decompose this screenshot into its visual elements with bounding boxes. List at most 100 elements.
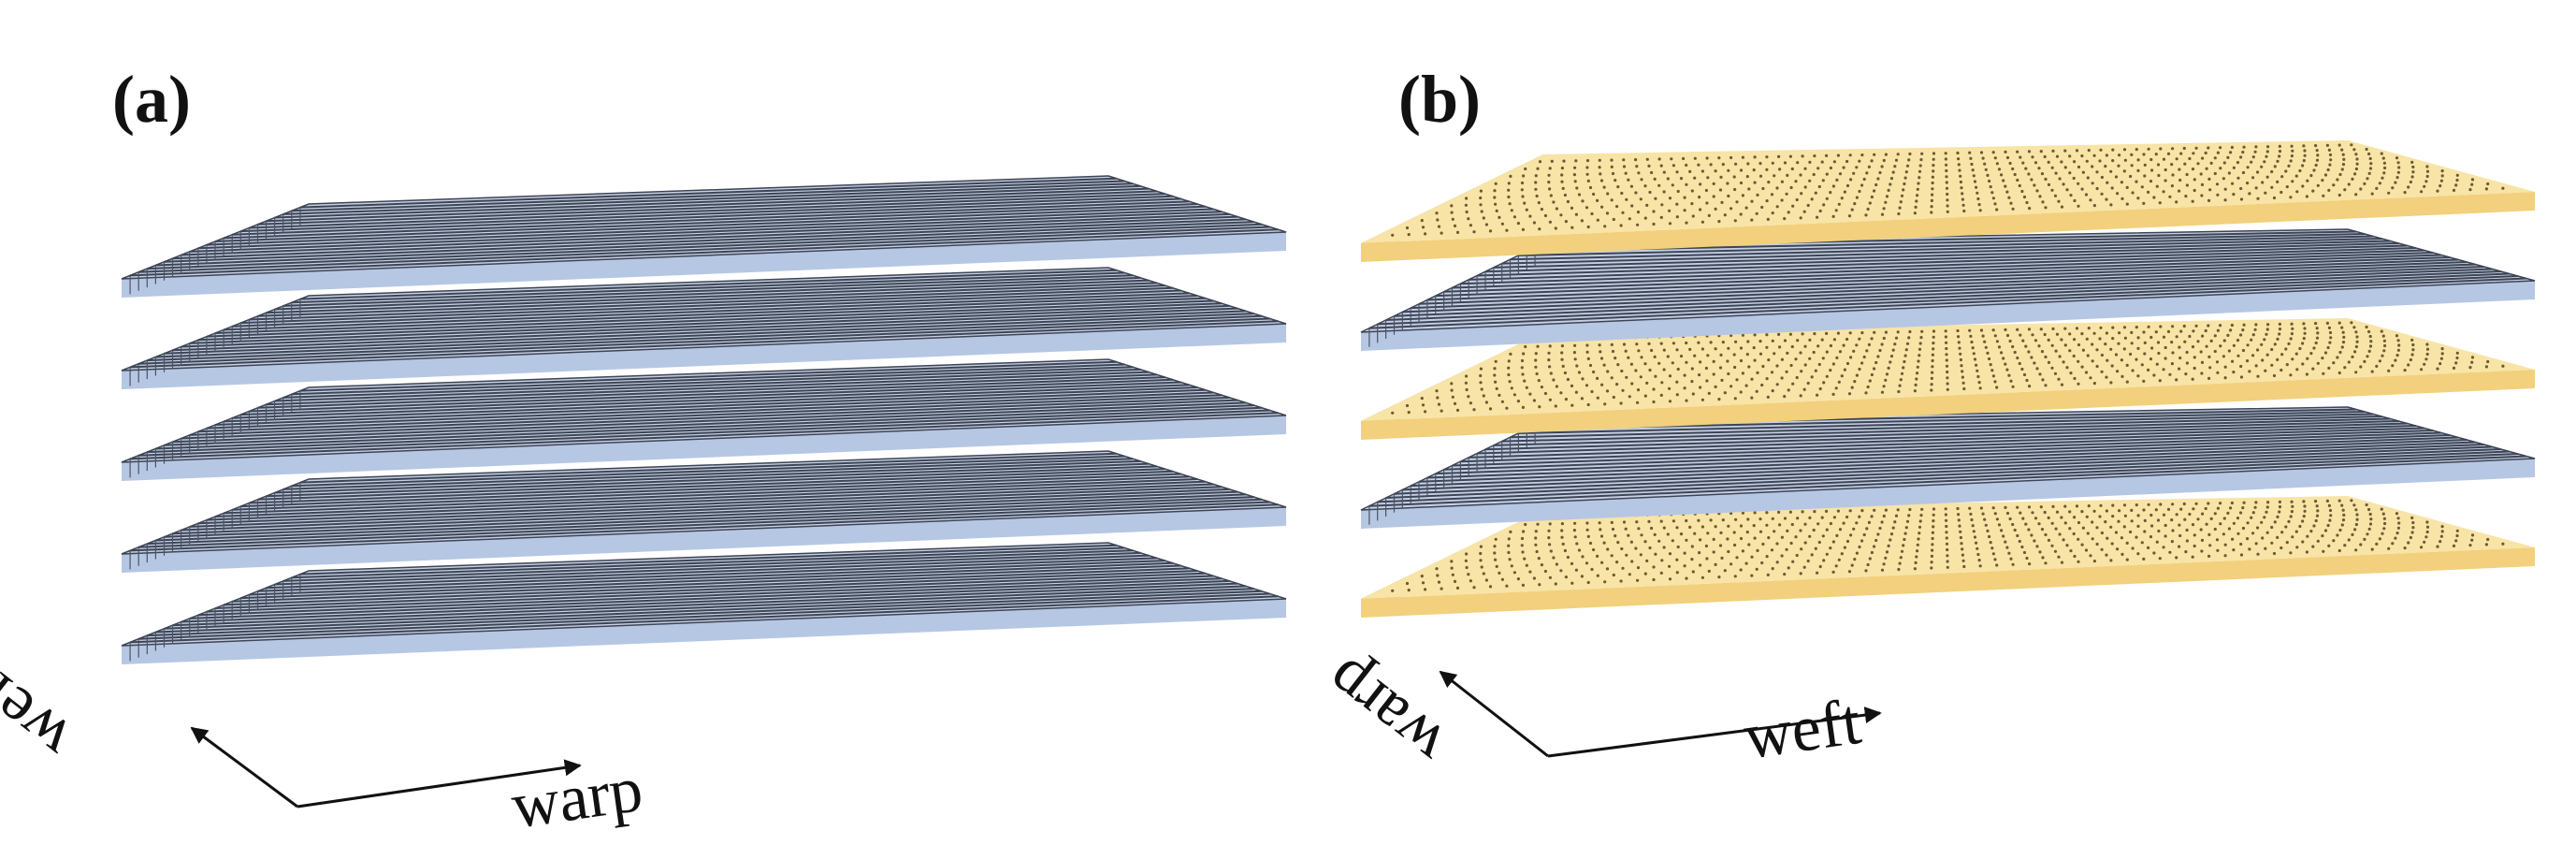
fibre-dot xyxy=(2337,371,2341,375)
fibre-dot xyxy=(1507,550,1511,555)
fibre-dot xyxy=(2004,505,2007,510)
fibre-dot xyxy=(1509,352,1512,356)
fibre-dot xyxy=(1831,392,1835,396)
fibre-dot xyxy=(1770,193,1774,197)
fibre-dot xyxy=(2368,344,2373,348)
fibre-dot xyxy=(2156,341,2161,344)
fibre-dot xyxy=(1691,214,1695,218)
fibre-dot xyxy=(1596,198,1599,202)
fibre-dot xyxy=(1534,358,1538,362)
fibre-dot xyxy=(2246,343,2250,347)
fibre-dot xyxy=(2226,511,2230,516)
fibre-dot xyxy=(1971,346,1975,350)
fibre-dot xyxy=(1494,537,1498,541)
fibre-dot xyxy=(2125,558,2129,561)
fibre-dot xyxy=(1733,397,1737,401)
fibre-dot xyxy=(1900,194,1904,197)
fibre-dot xyxy=(2080,365,2084,369)
fibre-dot xyxy=(2184,195,2188,198)
fibre-dot xyxy=(1675,571,1679,575)
fibre-dot xyxy=(2294,352,2298,356)
fibre-dot xyxy=(1991,552,1995,556)
fibre-dot xyxy=(2410,353,2414,357)
fibre-dot xyxy=(1500,400,1504,403)
fibre-dot xyxy=(1495,386,1498,390)
fibre-line xyxy=(1435,436,2459,475)
fibre-dot xyxy=(2183,340,2187,343)
fibre-dot xyxy=(2325,143,2329,147)
fibre-dot xyxy=(2024,167,2028,170)
fibre-dot xyxy=(1916,549,1919,553)
fibre-dot xyxy=(2216,328,2220,332)
fibre-dot xyxy=(2037,167,2041,170)
fibre-dot xyxy=(1660,381,1664,385)
fibre-line xyxy=(197,208,1214,250)
fibre-dot xyxy=(2047,360,2051,364)
fibre-dot xyxy=(1780,198,1784,202)
fibre-dot xyxy=(2241,526,2246,531)
fibre-dot xyxy=(1825,350,1829,354)
fibre-dot xyxy=(2194,146,2198,150)
fibre-line xyxy=(181,304,1230,348)
fibre-dot xyxy=(2142,153,2146,156)
fibre-line xyxy=(1368,455,2526,507)
fibre-dot xyxy=(1580,575,1584,578)
fibre-dot xyxy=(1786,529,1789,533)
fibre-dot xyxy=(1707,391,1711,395)
fibre-dot xyxy=(2084,548,2089,552)
fibre-dot xyxy=(1555,385,1558,388)
fibre-dot xyxy=(1493,196,1497,199)
fibre-dot xyxy=(1866,385,1870,389)
fibre-dot xyxy=(1958,168,1961,172)
fibre-dot xyxy=(1572,351,1576,355)
fibre-dot xyxy=(2314,500,2318,503)
fibre-dot xyxy=(1905,164,1910,168)
fibre-dot xyxy=(2309,530,2313,533)
fibre-dot xyxy=(1507,372,1511,377)
fibre-dot xyxy=(2301,342,2305,345)
fibre-dot xyxy=(2369,162,2373,166)
fibre-dot xyxy=(2231,182,2235,185)
fibre-dot xyxy=(2367,507,2371,512)
fibre-dot xyxy=(1803,185,1807,189)
fibre-dot xyxy=(1753,181,1757,184)
fibre-dot xyxy=(2043,154,2047,159)
fibre-dot xyxy=(2077,204,2080,208)
fibre-dot xyxy=(2114,531,2119,534)
fibre-dot xyxy=(1919,514,1923,517)
fibre-dot xyxy=(2272,196,2277,200)
fibre-dot xyxy=(2340,168,2344,171)
fibre-dot xyxy=(2007,551,2011,555)
fibre-dot xyxy=(1986,173,1990,177)
fibre-dot xyxy=(1622,520,1627,524)
fibre-dot xyxy=(2423,362,2426,366)
fibre-dot xyxy=(2215,360,2220,364)
fibre-dot xyxy=(1627,356,1630,359)
fibre-dot xyxy=(1968,328,1972,332)
fibre-dot xyxy=(2342,157,2346,161)
fibre-dot xyxy=(2020,367,2024,372)
fibre-dot xyxy=(1868,557,1872,561)
layer-front-face xyxy=(122,599,1286,664)
fibre-dot xyxy=(2178,545,2181,548)
fibre-dot xyxy=(2276,357,2279,361)
fibre-dot xyxy=(1786,351,1789,355)
fibre-dot xyxy=(2420,368,2424,372)
fibre-dot xyxy=(1970,162,1974,167)
fibre-line xyxy=(1469,249,2424,281)
fibre-dot xyxy=(2316,539,2320,543)
fibre-line xyxy=(189,211,1222,253)
fibre-dot xyxy=(1494,359,1498,363)
fibre-dot xyxy=(2261,536,2265,540)
fibre-dot xyxy=(2470,360,2474,364)
fibre-dot xyxy=(1675,202,1679,206)
fibre-dot xyxy=(1790,522,1794,527)
fibre-dot xyxy=(2425,342,2429,346)
fibre-line xyxy=(1460,252,2433,285)
fibre-dot xyxy=(1421,403,1425,407)
fibre-dot xyxy=(2382,527,2386,531)
fibre-dot xyxy=(1739,212,1743,216)
fibre-dot xyxy=(2340,148,2344,152)
fibre-line xyxy=(138,592,1270,640)
fibre-dot xyxy=(1685,399,1688,402)
